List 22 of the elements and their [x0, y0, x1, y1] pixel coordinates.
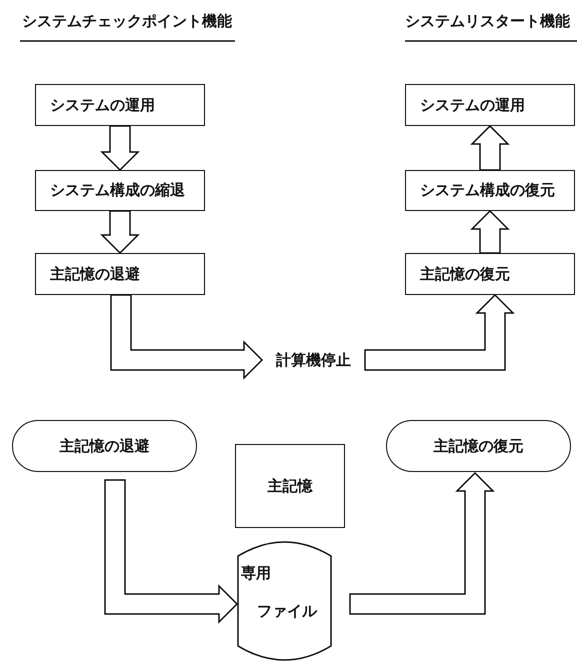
process-box: 主記憶の退避 [35, 253, 205, 295]
drum-label: ファイル [257, 602, 317, 621]
block-arrow [470, 124, 510, 171]
block-arrow [100, 210, 140, 254]
block-arrow [470, 210, 510, 254]
process-box: システムの運用 [405, 84, 575, 126]
rounded-box: 主記憶の復元 [386, 420, 571, 472]
drum-label: 専用 [241, 564, 271, 583]
process-box: システム構成の復元 [405, 170, 575, 211]
column-heading: システムリスタート機能 [405, 12, 570, 31]
block-arrow [349, 472, 495, 615]
rounded-box: 主記憶の退避 [12, 420, 197, 472]
block-arrow [364, 294, 515, 371]
process-box: システム構成の縮退 [35, 170, 205, 211]
block-arrow [104, 479, 238, 624]
stop-label: 計算機停止 [262, 344, 365, 376]
column-heading: システムチェックポイント機能 [22, 12, 232, 31]
memory-box: 主記憶 [235, 444, 345, 528]
block-arrow [110, 294, 264, 380]
process-box: 主記憶の復元 [405, 253, 575, 295]
block-arrow [100, 125, 140, 172]
process-box: システムの運用 [35, 84, 205, 126]
